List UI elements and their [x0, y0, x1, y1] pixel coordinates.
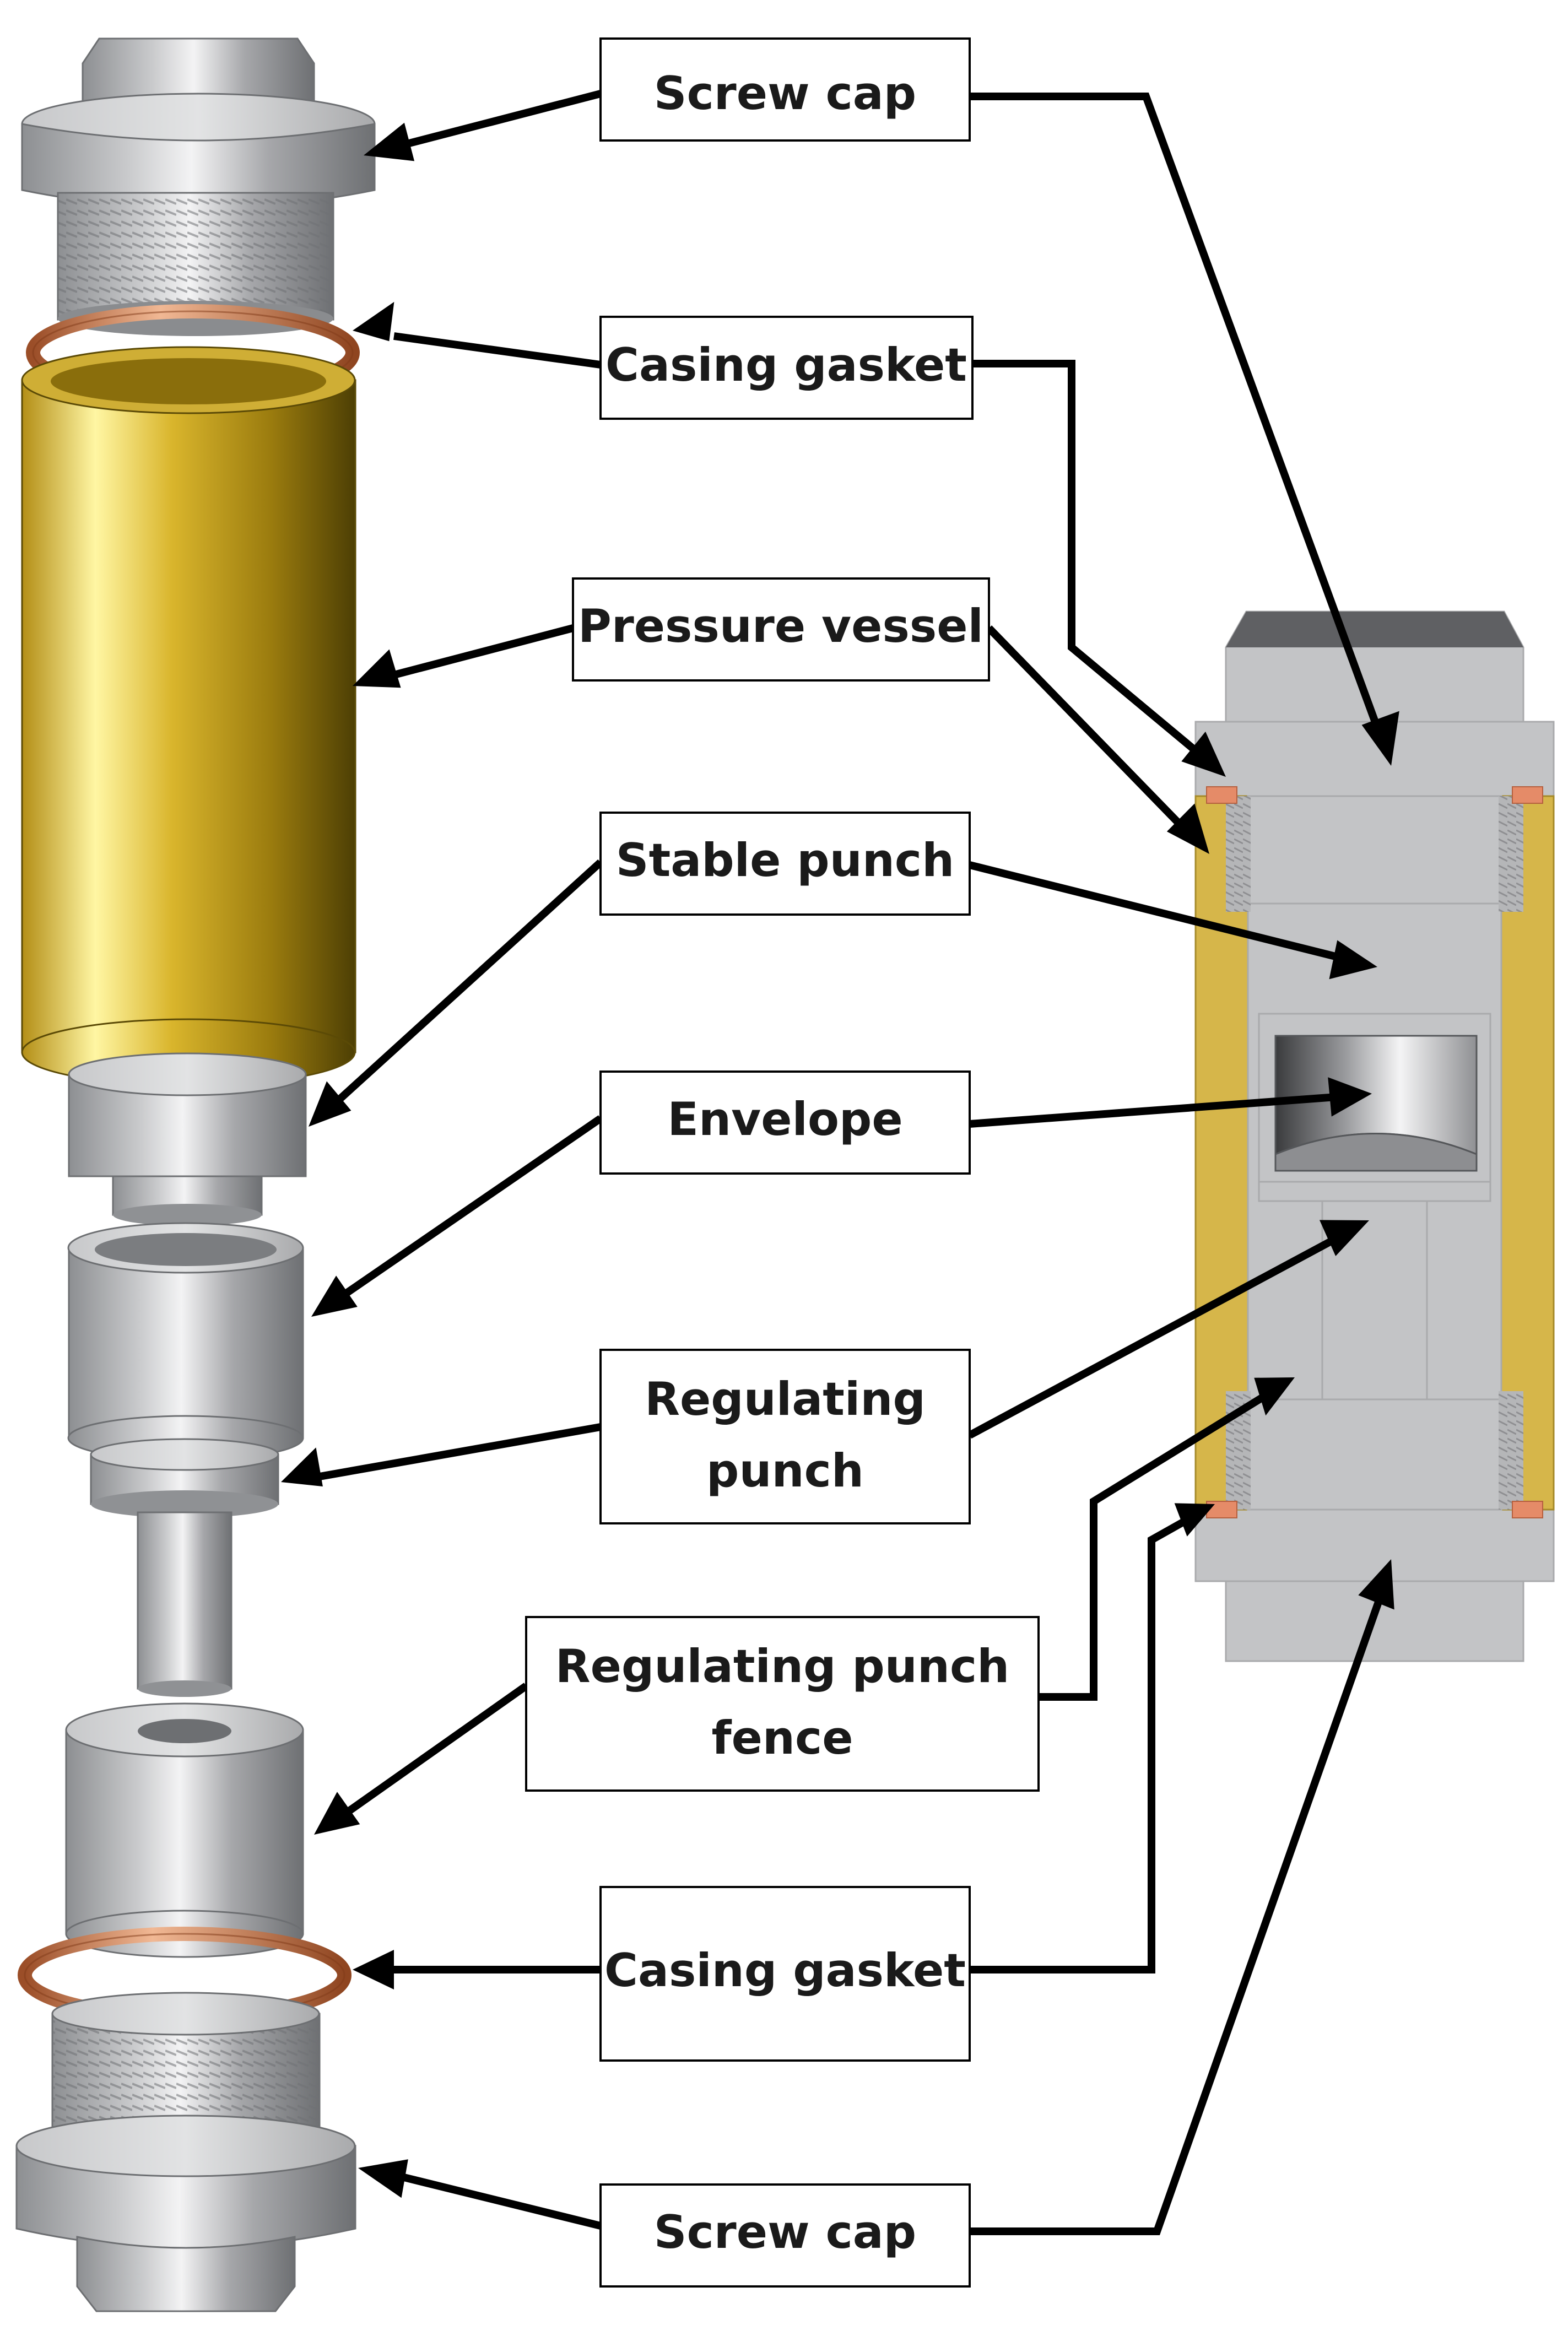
arrowhead	[1174, 1503, 1215, 1537]
leader-pressure-vessel-right	[986, 625, 1188, 832]
label-pressure-vessel: Pressure vessel	[578, 599, 983, 653]
label-screw-cap-top: Screw cap	[654, 67, 916, 120]
arrowhead	[1181, 731, 1226, 777]
label-casing-gasket-bottom: Casing gasket	[604, 1944, 966, 1997]
arrowhead	[1361, 711, 1399, 766]
section-bottom-cap	[1194, 1508, 1555, 1582]
label-casing-gasket-top: Casing gasket	[605, 338, 967, 392]
arrowhead	[314, 1792, 360, 1835]
arrowhead	[1358, 1559, 1394, 1610]
label-box-regulating-punch-fence	[525, 1616, 1040, 1792]
leader-envelope-left	[334, 1115, 603, 1304]
label-box-casing-gasket-top	[599, 316, 974, 420]
leader-screw-cap-top-right	[970, 93, 1384, 737]
leader-regulating-punch-right	[967, 1230, 1347, 1439]
arrowhead	[311, 1275, 358, 1317]
leader-regulating-punch-fence-right	[1039, 1388, 1275, 1701]
leader-stable-punch-left	[328, 859, 603, 1111]
label-texts: Screw cap Casing gasket Pressure vessel …	[555, 67, 1010, 2259]
cross-section-view	[1194, 610, 1555, 1662]
label-box-screw-cap-bottom	[599, 2183, 971, 2288]
leader-regulating-punch-left	[318, 1423, 602, 1480]
label-regulating-punch-fence-line2: fence	[712, 1711, 853, 1765]
leader-pressure-vessel-left	[393, 624, 574, 679]
section-gasket-bottom-left	[1206, 1501, 1237, 1518]
arrowhead	[1328, 1077, 1372, 1117]
screw-cap-top-part	[21, 37, 376, 336]
arrowhead	[309, 1081, 352, 1127]
arrowhead	[1166, 803, 1209, 854]
arrowhead	[1329, 940, 1377, 980]
arrowheads	[281, 122, 1399, 2198]
section-gasket-bottom-right	[1512, 1501, 1543, 1518]
section-gasket-top-left	[1206, 786, 1237, 804]
label-box-regulating-punch	[599, 1349, 971, 1524]
label-stable-punch: Stable punch	[616, 834, 954, 887]
arrowhead	[1320, 1220, 1369, 1256]
label-box-pressure-vessel	[572, 577, 990, 682]
label-regulating-punch-line2: punch	[706, 1444, 864, 1497]
leader-envelope-right	[969, 1093, 1345, 1128]
label-envelope: Envelope	[667, 1093, 902, 1146]
arrowhead	[1254, 1377, 1295, 1416]
screw-cap-bottom-part	[15, 1992, 356, 2312]
label-box-screw-cap-top	[599, 37, 971, 142]
arrowhead	[281, 1447, 323, 1486]
leader-regulating-punch-fence-left	[336, 1683, 529, 1821]
regulating-punch-fence-part	[65, 1702, 304, 1958]
label-regulating-punch-line1: Regulating	[645, 1372, 926, 1426]
pressure-vessel-part	[21, 346, 356, 1086]
label-screw-cap-bottom: Screw cap	[654, 2205, 916, 2259]
label-box-stable-punch	[599, 812, 971, 916]
leader-casing-gasket-top-left	[393, 332, 601, 369]
label-box-envelope	[599, 1070, 971, 1175]
arrowhead	[353, 649, 401, 688]
arrowhead	[353, 301, 394, 342]
label-box-casing-gasket-bottom	[599, 1886, 971, 2062]
leader-screw-cap-bottom-left	[398, 2172, 602, 2230]
regulating-punch-part	[90, 1438, 279, 1697]
leader-screw-cap-bottom-right	[970, 1588, 1387, 2235]
arrowhead	[358, 2159, 408, 2198]
envelope-part	[67, 1222, 304, 1461]
arrowhead	[364, 122, 415, 161]
stable-punch-part	[68, 1052, 307, 1226]
leader-stable-punch-right	[969, 861, 1345, 963]
leader-casing-gasket-bottom-right	[970, 1511, 1198, 1973]
label-regulating-punch-fence-line1: Regulating punch	[555, 1640, 1010, 1693]
leader-casing-gasket-top-right	[972, 360, 1207, 761]
label-boxes	[525, 37, 1040, 2288]
arrowhead	[353, 1950, 394, 1989]
leader-screw-cap-top-left	[404, 90, 602, 148]
section-vessel-right-wall	[1500, 795, 1555, 1511]
leader-lines	[318, 90, 1387, 2235]
section-gasket-top-right	[1512, 786, 1543, 804]
section-envelope	[1274, 1035, 1478, 1172]
